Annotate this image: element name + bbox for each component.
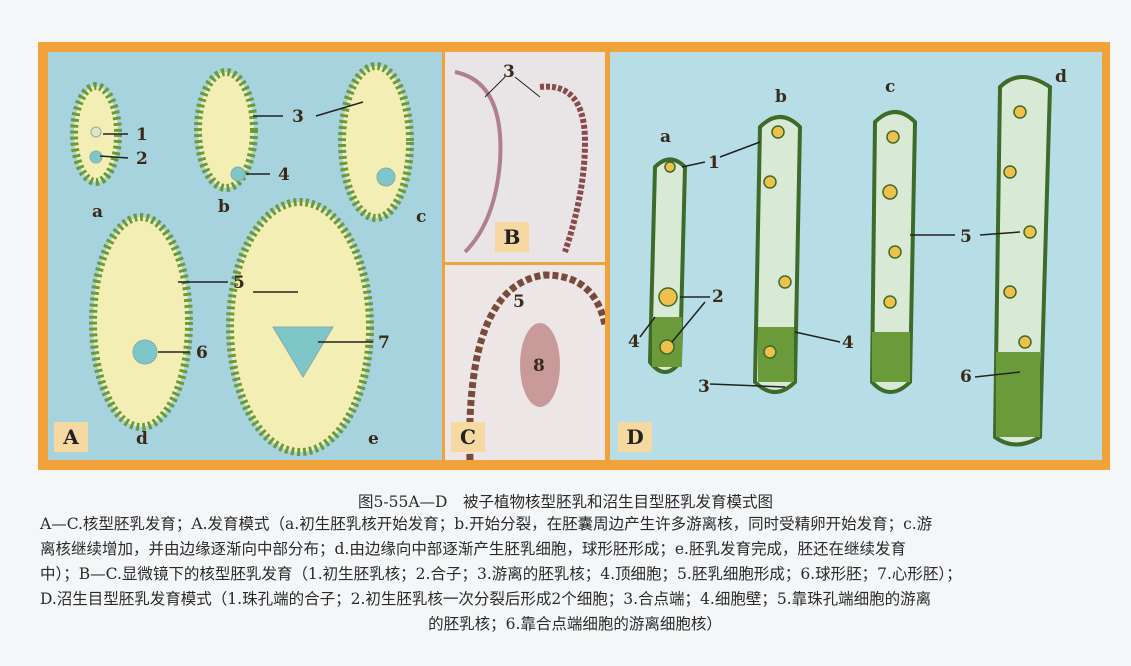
caption-line-5: 的胚乳核；6.靠合点端细胞的游离细胞核） (428, 615, 722, 633)
panel-a-nuclear-endosperm-model: 1 2 3 4 5 6 7 a b c d e A (48, 52, 442, 460)
panel-d-drawing: 1 2 3 4 4 5 6 a b c d (628, 67, 1067, 447)
label-a-1: 1 (136, 125, 148, 145)
label-d-1: 1 (708, 153, 720, 173)
panel-a-drawing: 1 2 3 4 5 6 7 a b c d e (70, 62, 426, 456)
panel-b-micrograph: 3 B (445, 52, 605, 262)
label-d-4b: 4 (628, 332, 640, 352)
label-d-6: 6 (960, 367, 972, 387)
label-a-7: 7 (378, 333, 390, 353)
figure-frame: 1 2 3 4 5 6 7 a b c d e A 3 B (38, 42, 1110, 470)
label-c-8: 8 (533, 356, 545, 376)
label-b-3: 3 (503, 62, 515, 82)
panel-c-micrograph: 5 8 C (445, 265, 605, 460)
caption-line-2: 离核继续增加，并由边缘逐渐向中部分布；d.由边缘向中部逐渐产生胚乳细胞，球形胚形… (40, 540, 906, 558)
stage-d-c: c (885, 77, 895, 97)
label-d-4: 4 (842, 333, 854, 353)
embryo-sac-d (89, 213, 193, 431)
figure-title: 图5-55A—D 被子植物核型胚乳和沼生目型胚乳发育模式图 (358, 493, 773, 511)
stage-e: e (368, 429, 379, 449)
label-d-3: 3 (698, 377, 710, 397)
caption-line-4: D.沼生目型胚乳发育模式（1.珠孔端的合子；2.初生胚乳核一次分裂后形成2个细胞… (40, 590, 932, 608)
label-d-5: 5 (960, 227, 972, 247)
caption-line-1: A—C.核型胚乳发育；A.发育模式（a.初生胚乳核开始发育；b.开始分裂，在胚囊… (40, 515, 933, 533)
stage-d-d: d (1055, 67, 1067, 87)
label-d-2: 2 (712, 287, 724, 307)
stage-d: d (136, 429, 148, 449)
label-a-6: 6 (196, 343, 208, 363)
panel-b-drawing: 3 (454, 62, 589, 254)
panel-d-helobial-endosperm-model: 1 2 3 4 4 5 6 a b c d D (610, 52, 1102, 460)
panel-c-badge: C (451, 422, 485, 452)
label-a-5: 5 (233, 273, 245, 293)
label-c-5: 5 (513, 292, 525, 312)
panel-d-badge: D (618, 422, 652, 452)
stage-c: c (416, 207, 426, 227)
label-a-3: 3 (292, 107, 304, 127)
stage-b: b (218, 197, 230, 217)
panel-a-badge: A (54, 422, 88, 452)
stage-d-a: a (660, 127, 671, 147)
caption-line-3: 中）；B—C.显微镜下的核型胚乳发育（1.初生胚乳核；2.合子；3.游离的胚乳核… (40, 565, 962, 583)
stage-d-b: b (775, 87, 787, 107)
embryo-sac-c (338, 62, 414, 222)
panel-c-drawing: 5 8 (466, 271, 605, 460)
stage-a: a (92, 202, 103, 222)
panel-b-badge: B (495, 222, 529, 252)
embryo-sac-b (194, 68, 258, 192)
label-a-4: 4 (278, 165, 290, 185)
label-a-2: 2 (136, 149, 148, 169)
